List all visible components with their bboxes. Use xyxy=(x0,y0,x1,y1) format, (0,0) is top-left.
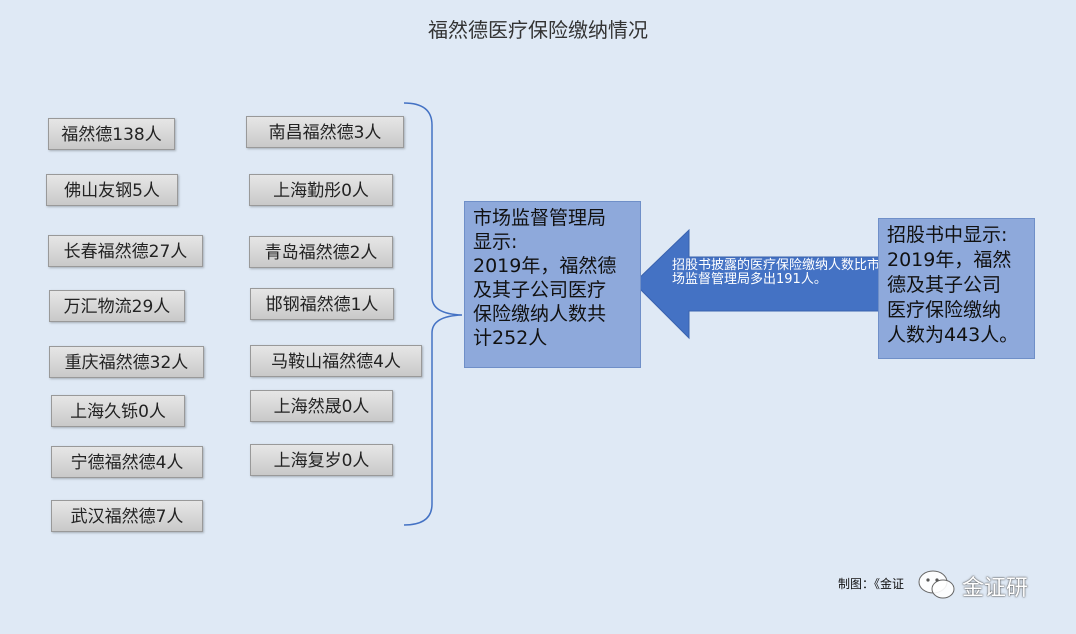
prospectus-box-line: 招股书中显示: xyxy=(887,224,1008,246)
company-box: 青岛福然德2人 xyxy=(249,236,393,268)
prospectus-box-line: 2019年，福然 xyxy=(887,249,1012,271)
diagram-title: 福然德医疗保险缴纳情况 xyxy=(428,18,648,42)
prospectus-box-line: 人数为443人。 xyxy=(887,324,1019,346)
company-box: 上海勤彤0人 xyxy=(249,174,393,206)
company-box: 重庆福然德32人 xyxy=(49,346,204,378)
market-box-line: 2019年，福然德 xyxy=(473,255,617,277)
company-box: 佛山友钢5人 xyxy=(46,174,178,206)
company-box: 武汉福然德7人 xyxy=(51,500,203,532)
company-box: 马鞍山福然德4人 xyxy=(250,345,422,377)
prospectus-box: 招股书中显示: 2019年，福然 德及其子公司 医疗保险缴纳 人数为443人。 xyxy=(878,218,1035,359)
market-box-line: 保险缴纳人数共 xyxy=(473,303,607,325)
watermark-text: 金证研 xyxy=(962,576,1029,601)
market-box-line: 计252人 xyxy=(473,327,548,349)
company-box: 宁德福然德4人 xyxy=(51,446,203,478)
right-brace xyxy=(403,102,463,526)
company-box: 南昌福然德3人 xyxy=(246,116,404,148)
wechat-icon xyxy=(918,570,955,599)
market-supervision-box: 市场监督管理局 显示: 2019年，福然德 及其子公司医疗 保险缴纳人数共 计2… xyxy=(464,201,641,368)
prospectus-box-line: 医疗保险缴纳 xyxy=(887,299,1002,321)
company-box: 长春福然德27人 xyxy=(48,235,203,267)
company-box: 万汇物流29人 xyxy=(49,290,185,322)
market-box-line: 及其子公司医疗 xyxy=(473,279,607,301)
market-box-line: 市场监督管理局 xyxy=(473,207,607,229)
chart-credit: 制图：《金证 xyxy=(838,577,905,591)
company-box: 上海久铄0人 xyxy=(51,395,185,427)
company-box: 上海然晟0人 xyxy=(250,390,393,422)
company-box: 上海复岁0人 xyxy=(250,444,393,476)
company-box: 福然德138人 xyxy=(48,118,175,150)
prospectus-box-line: 德及其子公司 xyxy=(887,274,1002,296)
company-box: 邯钢福然德1人 xyxy=(250,288,394,320)
arrow-label: 招股书披露的医疗保险缴纳人数比市场监督管理局多出191人。 xyxy=(672,258,881,287)
market-box-line: 显示: xyxy=(473,231,518,253)
